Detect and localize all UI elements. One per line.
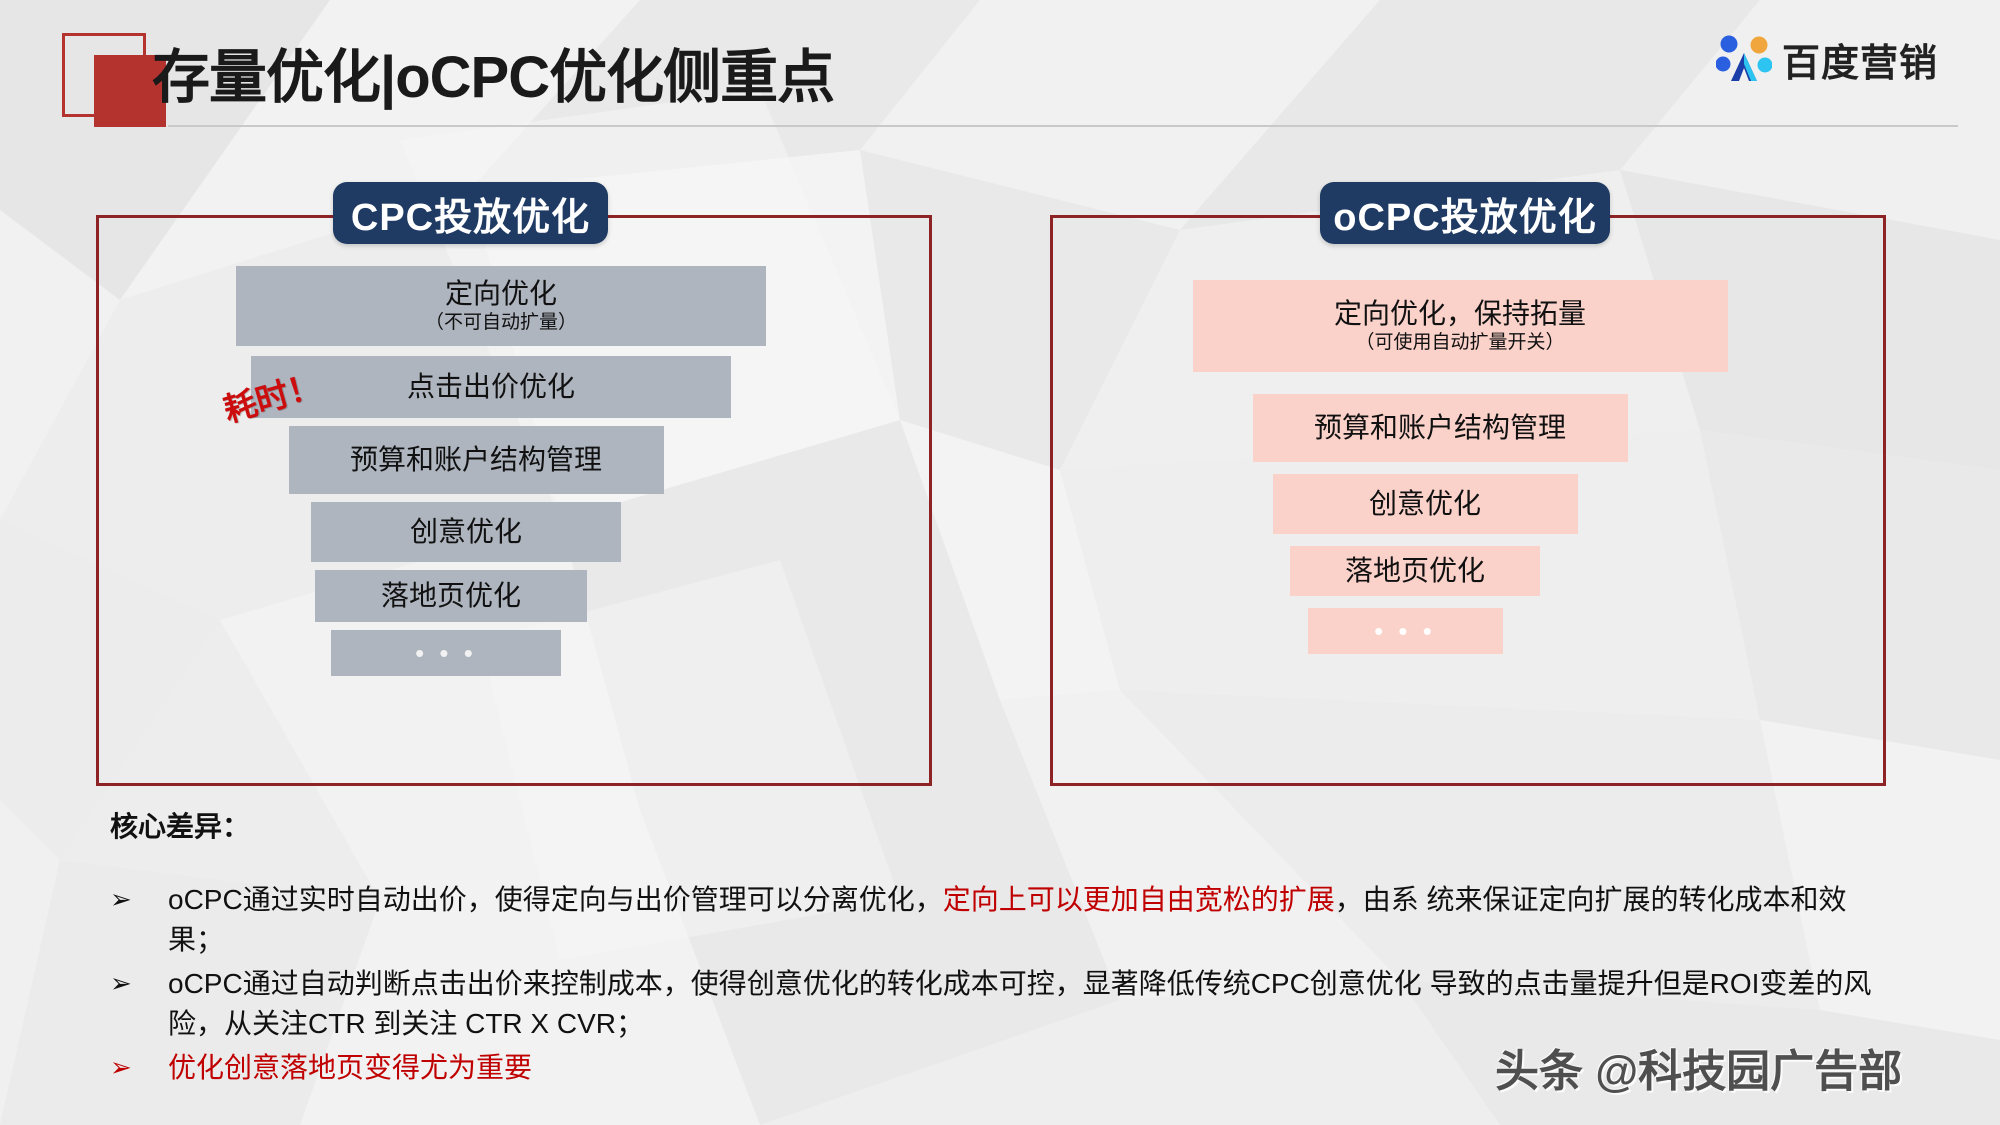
funnel-bar-label: 点击出价优化: [406, 370, 575, 402]
bullet-arrow-icon: ➢: [110, 969, 132, 999]
ocpc-funnel: 定向优化，保持拓量（可使用自动扩量开关） 预算和账户结构管理创意优化落地页优化 • …: [1050, 280, 1880, 654]
core-difference-heading: 核心差异：: [110, 811, 251, 842]
funnel-bar-label: 预算和账户结构管理: [349, 443, 602, 475]
funnel-bar: 点击出价优化: [251, 356, 731, 418]
baidu-paw-icon: [1715, 35, 1772, 81]
ocpc-panel-badge: oCPC投放优化: [1320, 182, 1610, 244]
funnel-bar-ellipsis: • • •: [415, 637, 477, 668]
core-difference-item: ➢ oCPC通过自动判断点击出价来控制成本，使得创意优化的转化成本可控，显著降低传…: [110, 964, 1900, 1044]
brand-logo: 百度营销: [1715, 32, 1938, 87]
funnel-bar: 定向优化（不可自动扩量）: [236, 266, 766, 346]
funnel-bar-label: 创意优化: [409, 515, 522, 547]
core-difference-text: oCPC通过实时自动出价，使得定向与出价管理可以分离优化，定向上可以更加自由宽松…: [168, 880, 1900, 960]
funnel-bar: 创意优化: [311, 502, 621, 562]
funnel-bar: • • •: [1307, 608, 1503, 654]
page-title: 存量优化|oCPC优化侧重点: [152, 45, 835, 110]
funnel-bar-sublabel: （可使用自动扩量开关）: [1355, 331, 1565, 353]
funnel-bar: 创意优化: [1272, 474, 1578, 534]
core-difference-text: oCPC通过自动判断点击出价来控制成本，使得创意优化的转化成本可控，显著降低传统…: [168, 964, 1900, 1044]
funnel-bar: 预算和账户结构管理: [1252, 394, 1628, 462]
funnel-bar-label: 预算和账户结构管理: [1313, 411, 1566, 443]
cpc-panel-badge: CPC投放优化: [333, 182, 608, 244]
funnel-bar: 定向优化，保持拓量（可使用自动扩量开关）: [1192, 280, 1728, 372]
funnel-bar-label: 定向优化: [444, 277, 557, 309]
highlighted-text: 优化创意落地页变得尤为重要: [168, 1052, 533, 1083]
bullet-arrow-icon: ➢: [110, 885, 132, 915]
funnel-bar-label: 落地页优化: [1344, 554, 1485, 586]
core-difference-item: ➢ oCPC通过实时自动出价，使得定向与出价管理可以分离优化，定向上可以更加自由宽…: [110, 880, 1900, 960]
core-difference-text: 优化创意落地页变得尤为重要: [168, 1048, 532, 1088]
title-divider: [168, 125, 1958, 127]
funnel-bar: • • •: [331, 630, 561, 676]
slide-header: 存量优化|oCPC优化侧重点 百度营销: [0, 0, 2000, 150]
plain-text: oCPC通过实时自动出价，使得定向与出价管理可以分离优化，: [168, 884, 943, 915]
plain-text: oCPC通过自动判断点击出价来控制成本，使得创意优化的转化成本可控，显著降低传统…: [168, 968, 1872, 1039]
funnel-bar: 落地页优化: [315, 570, 587, 622]
brand-logo-text: 百度营销: [1781, 43, 1938, 85]
funnel-bar-sublabel: （不可自动扩量）: [424, 311, 577, 333]
funnel-bar-label: 创意优化: [1368, 487, 1481, 519]
decor-square-solid: [94, 55, 166, 127]
watermark: 头条 @科技园广告部: [1495, 1047, 1903, 1096]
funnel-bar: 落地页优化: [1290, 546, 1540, 596]
funnel-bar-label: 定向优化，保持拓量: [1333, 297, 1586, 329]
core-difference-list: ➢ oCPC通过实时自动出价，使得定向与出价管理可以分离优化，定向上可以更加自由宽…: [110, 880, 1900, 1092]
funnel-bar: 预算和账户结构管理: [288, 426, 664, 494]
highlighted-text: 定向上可以更加自由宽松的扩展: [942, 884, 1335, 915]
funnel-bar-ellipsis: • • •: [1374, 615, 1436, 646]
cpc-funnel: 定向优化（不可自动扩量） 点击出价优化预算和账户结构管理创意优化落地页优化 • • …: [96, 266, 926, 676]
core-difference-item: ➢ 优化创意落地页变得尤为重要: [110, 1048, 1900, 1088]
bullet-arrow-icon: ➢: [110, 1053, 132, 1083]
plain-text: ，由系 统来保证定向扩展的转化成本和效果；: [168, 884, 1847, 955]
funnel-bar-label: 落地页优化: [380, 579, 521, 611]
